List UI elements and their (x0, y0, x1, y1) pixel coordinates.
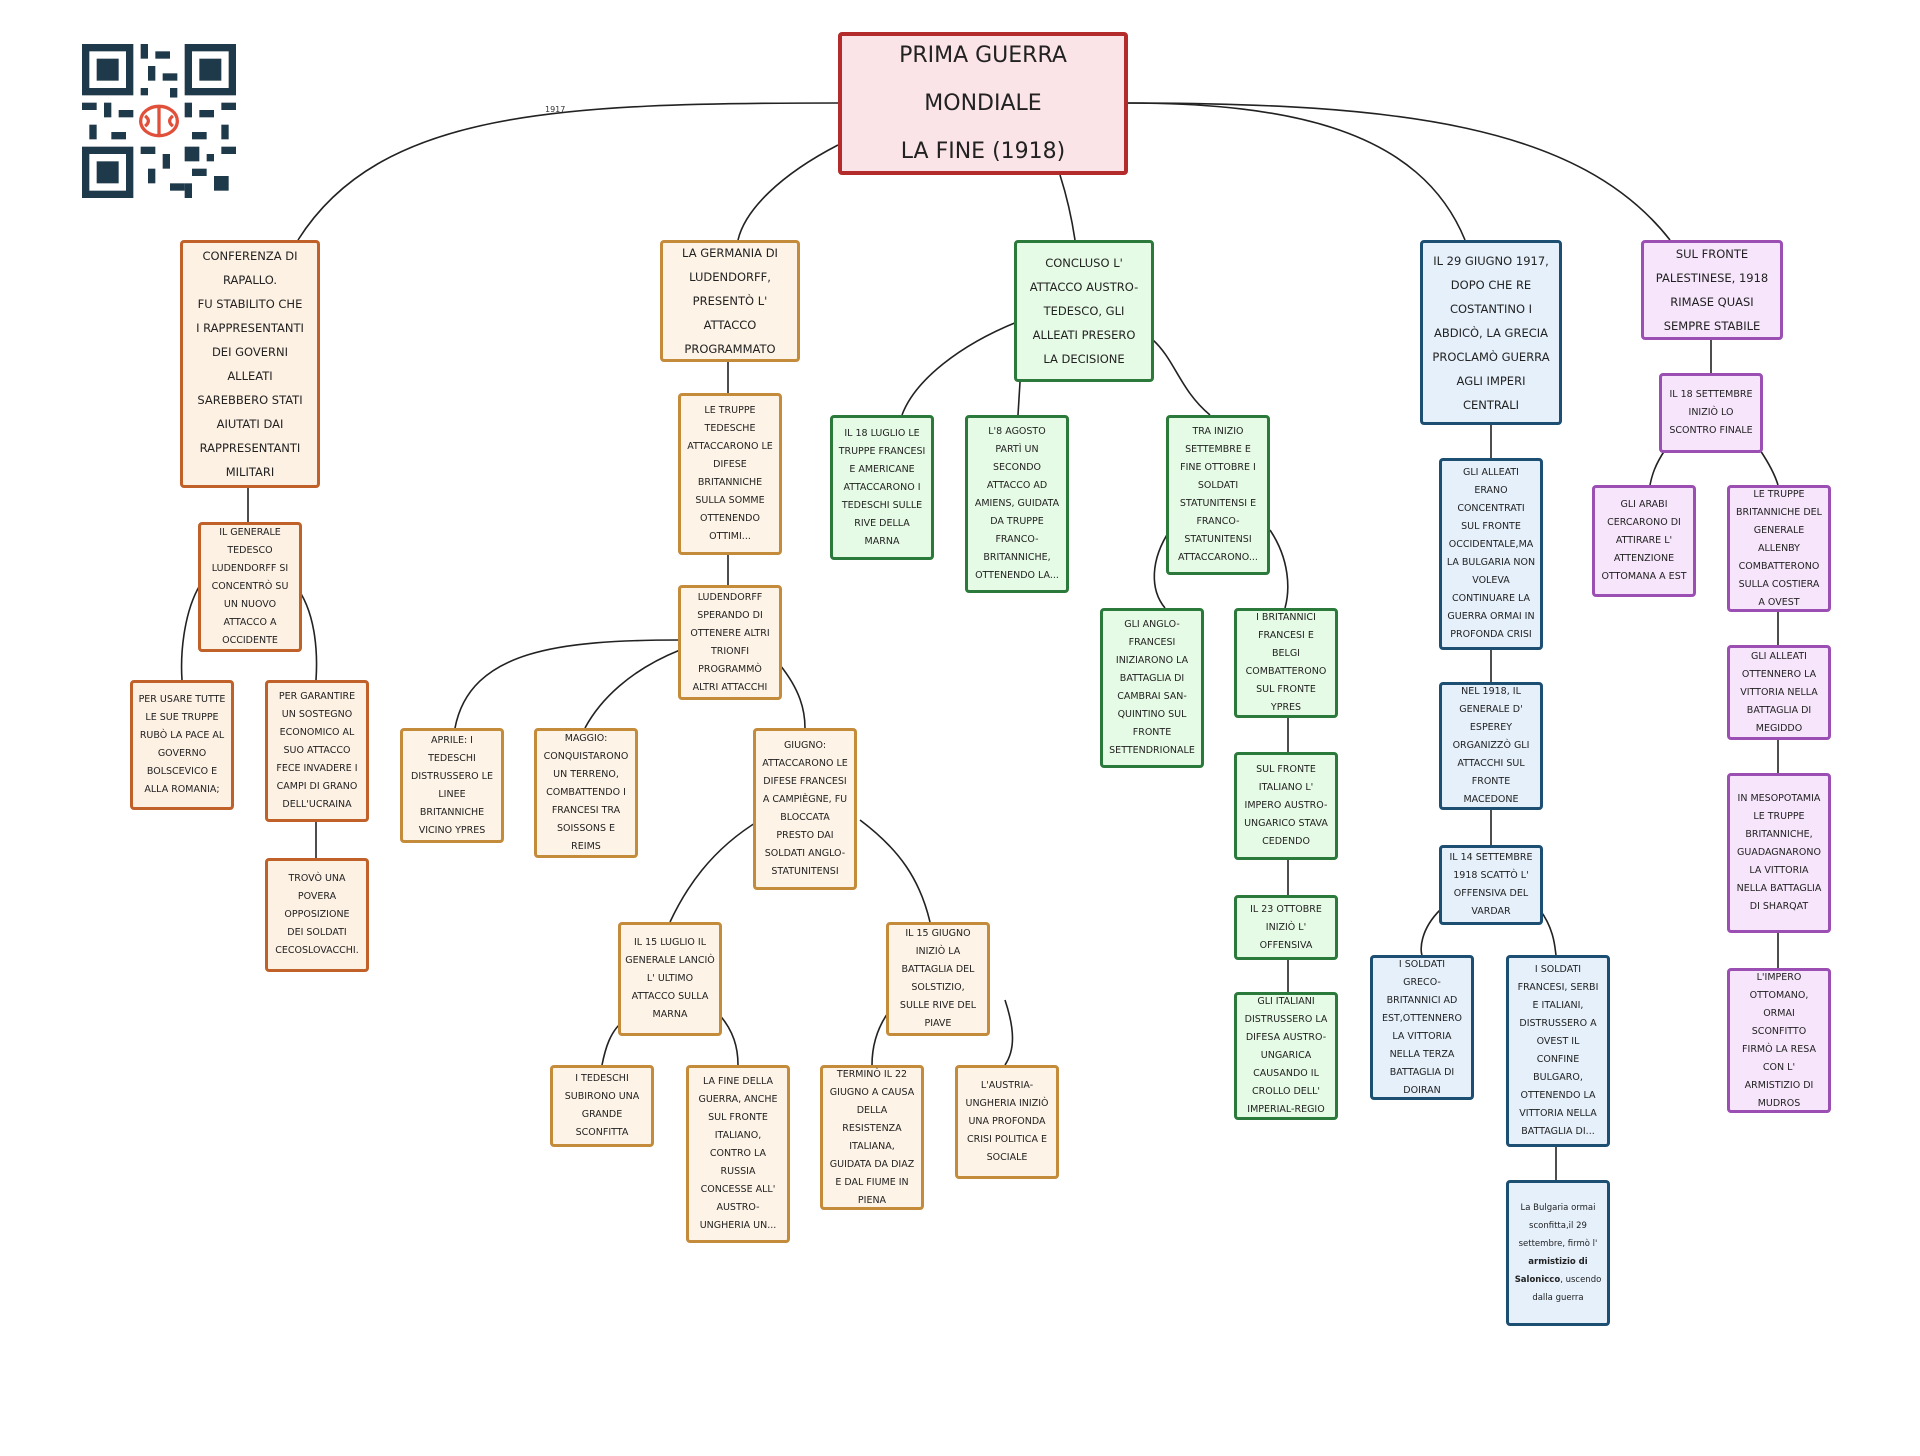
node-ludendorff-trionfi: LUDENDORFF SPERANDO DI OTTENERE ALTRI TR… (678, 585, 782, 700)
title-line-2: MONDIALE (924, 90, 1042, 116)
node-luglio18: IL 18 LUGLIO LE TRUPPE FRANCESI E AMERIC… (830, 415, 934, 560)
node-ypres: I BRITANNICI FRANCESI E BELGI COMBATTERO… (1234, 608, 1338, 718)
node-settembre18: IL 18 SETTEMBRE INIZIÒ LO SCONTRO FINALE (1659, 373, 1763, 453)
node-allenby: LE TRUPPE BRITANNICHE DEL GENERALE ALLEN… (1727, 485, 1831, 612)
node-mudros: L'IMPERO OTTOMANO, ORMAI SCONFITTO FIRMÒ… (1727, 968, 1831, 1113)
node-palestina: SUL FRONTE PALESTINESE, 1918 RIMASE QUAS… (1641, 240, 1783, 340)
node-megiddo: GLI ALLEATI OTTENNERO LA VITTORIA NELLA … (1727, 645, 1831, 740)
node-crollo: GLI ITALIANI DISTRUSSERO LA DIFESA AUSTR… (1234, 992, 1338, 1120)
node-aprile: APRILE: I TEDESCHI DISTRUSSERO LE LINEE … (400, 728, 504, 843)
node-cambrai: GLI ANGLO- FRANCESI INIZIARONO LA BATTAG… (1100, 608, 1204, 768)
node-fronte-italiano: SUL FRONTE ITALIANO L' IMPERO AUSTRO- UN… (1234, 752, 1338, 860)
node-luglio15: IL 15 LUGLIO IL GENERALE LANCIÒ L' ULTIM… (618, 922, 722, 1036)
node-salonicco: La Bulgaria ormai sconfitta,il 29 settem… (1506, 1180, 1610, 1326)
node-cecoslovacchi: TROVÒ UNA POVERA OPPOSIZIONE DEI SOLDATI… (265, 858, 369, 972)
node-esperey: NEL 1918, IL GENERALE D' ESPEREY ORGANIZ… (1439, 682, 1543, 810)
node-maggio: MAGGIO: CONQUISTARONO UN TERRENO, COMBAT… (534, 728, 638, 858)
node-settembre-ottobre: TRA INIZIO SETTEMBRE E FINE OTTOBRE I SO… (1166, 415, 1270, 575)
title-line-1: PRIMA GUERRA (899, 42, 1067, 68)
node-arabi: GLI ARABI CERCARONO DI ATTIRARE L' ATTEN… (1592, 485, 1696, 597)
node-concluso: CONCLUSO L' ATTACCO AUSTRO- TEDESCO, GLI… (1014, 240, 1154, 382)
node-ludendorff-occidente: IL GENERALE TEDESCO LUDENDORFF SI CONCEN… (198, 522, 302, 652)
node-bulgaro: I SOLDATI FRANCESI, SERBI E ITALIANI, DI… (1506, 955, 1610, 1147)
node-austria-crisi: L'AUSTRIA- UNGHERIA INIZIÒ UNA PROFONDA … (955, 1065, 1059, 1179)
node-giugno: GIUGNO: ATTACCARONO LE DIFESE FRANCESI A… (753, 728, 857, 890)
node-alleati-concentrati: GLI ALLEATI ERANO CONCENTRATI SUL FRONTE… (1439, 458, 1543, 650)
node-vardar: IL 14 SETTEMBRE 1918 SCATTÒ L' OFFENSIVA… (1439, 845, 1543, 925)
qr-code-icon (82, 44, 236, 198)
node-sconfitta: I TEDESCHI SUBIRONO UNA GRANDE SCONFITTA (550, 1065, 654, 1147)
root-title: PRIMA GUERRA MONDIALE LA FINE (1918) (838, 32, 1128, 175)
node-somme: LE TRUPPE TEDESCHE ATTACCARONO LE DIFESE… (678, 393, 782, 555)
node-germania: LA GERMANIA DI LUDENDORFF, PRESENTÒ L' A… (660, 240, 800, 362)
node-russia: LA FINE DELLA GUERRA, ANCHE SUL FRONTE I… (686, 1065, 790, 1243)
node-ottobre23: IL 23 OTTOBRE INIZIÒ L' OFFENSIVA (1234, 895, 1338, 960)
node-giugno15: IL 15 GIUGNO INIZIÒ LA BATTAGLIA DEL SOL… (886, 922, 990, 1036)
node-grecia: IL 29 GIUGNO 1917, DOPO CHE RE COSTANTIN… (1420, 240, 1562, 425)
node-termino22: TERMINÒ IL 22 GIUGNO A CAUSA DELLA RESIS… (820, 1065, 924, 1210)
node-doiran: I SOLDATI GRECO- BRITANNICI AD EST,OTTEN… (1370, 955, 1474, 1100)
node-pace-bolscevico: PER USARE TUTTE LE SUE TRUPPE RUBÒ LA PA… (130, 680, 234, 810)
node-agosto8: L'8 AGOSTO PARTÌ UN SECONDO ATTACCO AD A… (965, 415, 1069, 593)
title-line-3: LA FINE (1918) (900, 138, 1066, 164)
node-rapallo: CONFERENZA DI RAPALLO. FU STABILITO CHE … (180, 240, 320, 488)
node-ucraina: PER GARANTIRE UN SOSTEGNO ECONOMICO AL S… (265, 680, 369, 822)
node-mesopotamia: IN MESOPOTAMIA LE TRUPPE BRITANNICHE, GU… (1727, 773, 1831, 933)
edge-label-1917: 1917 (545, 105, 565, 114)
